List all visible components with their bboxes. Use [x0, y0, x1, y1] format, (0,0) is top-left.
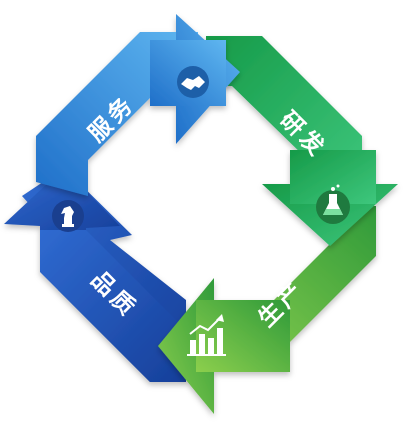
- flask-icon: [316, 184, 350, 224]
- segment-rnd: [206, 36, 398, 246]
- chess-knight-icon: [52, 200, 84, 232]
- growth-chart-icon: [187, 314, 226, 356]
- segment-service: [36, 14, 240, 196]
- handshake-icon: [177, 66, 209, 98]
